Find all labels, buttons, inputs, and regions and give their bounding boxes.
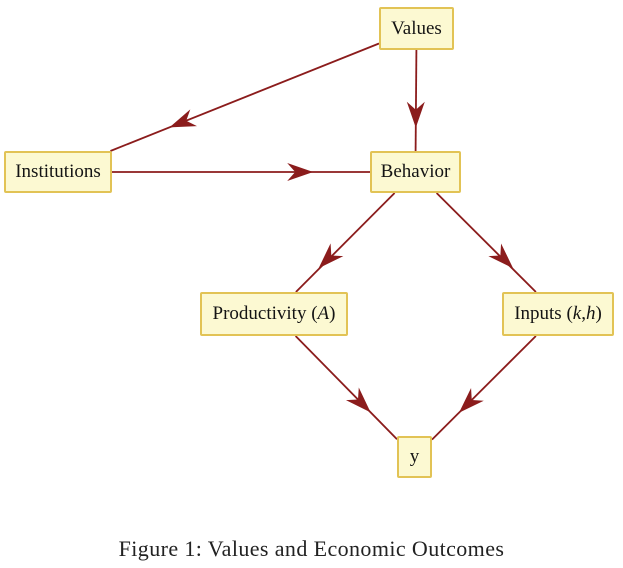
node-behavior-label: Behavior <box>380 161 451 182</box>
node-inputs-label-suffix: ) <box>595 303 602 324</box>
node-output-label: y <box>409 446 420 467</box>
edge-productivity-output-line <box>294 335 398 440</box>
node-inputs-label-separator: , <box>581 303 586 324</box>
node-inputs-variable-h: h <box>585 303 596 324</box>
node-productivity-label: Productivity (A) <box>213 303 336 325</box>
edge-values-institutions-arrowhead <box>169 109 197 128</box>
node-values-label: Values <box>391 17 442 39</box>
node-productivity-variable: A <box>317 303 330 324</box>
node-behavior: Behavior <box>370 151 461 193</box>
node-inputs-label-prefix: Inputs ( <box>514 303 573 324</box>
node-inputs: Inputs (k,h) <box>502 292 614 336</box>
edge-inputs-output-line <box>431 335 537 441</box>
edge-institutions-behavior-arrowhead <box>287 163 314 181</box>
edge-behavior-inputs-line <box>435 192 537 293</box>
edge-behavior-productivity-arrowhead <box>318 243 344 269</box>
node-productivity: Productivity (A) <box>200 292 348 336</box>
node-inputs-label: Inputs (k,h) <box>514 303 602 325</box>
node-output-y: y <box>397 436 432 478</box>
node-institutions-label: Institutions <box>15 161 101 182</box>
node-inputs-variable-k: k <box>572 303 582 324</box>
figure-caption: Figure 1: Values and Economic Outcomes <box>118 536 505 561</box>
edge-behavior-inputs-arrowhead <box>488 243 514 269</box>
edge-productivity-output-arrowhead <box>345 387 371 413</box>
node-productivity-label-prefix: Productivity ( <box>212 303 318 324</box>
node-productivity-label-suffix: ) <box>329 303 336 324</box>
edge-inputs-output-arrowhead <box>459 387 484 413</box>
edge-values-behavior-line <box>414 49 418 152</box>
edge-behavior-productivity-line <box>295 192 396 293</box>
node-institutions: Institutions <box>4 151 112 193</box>
edge-values-institutions-line <box>110 42 380 152</box>
node-values: Values <box>379 7 454 50</box>
edge-values-behavior-arrowhead <box>406 101 425 128</box>
